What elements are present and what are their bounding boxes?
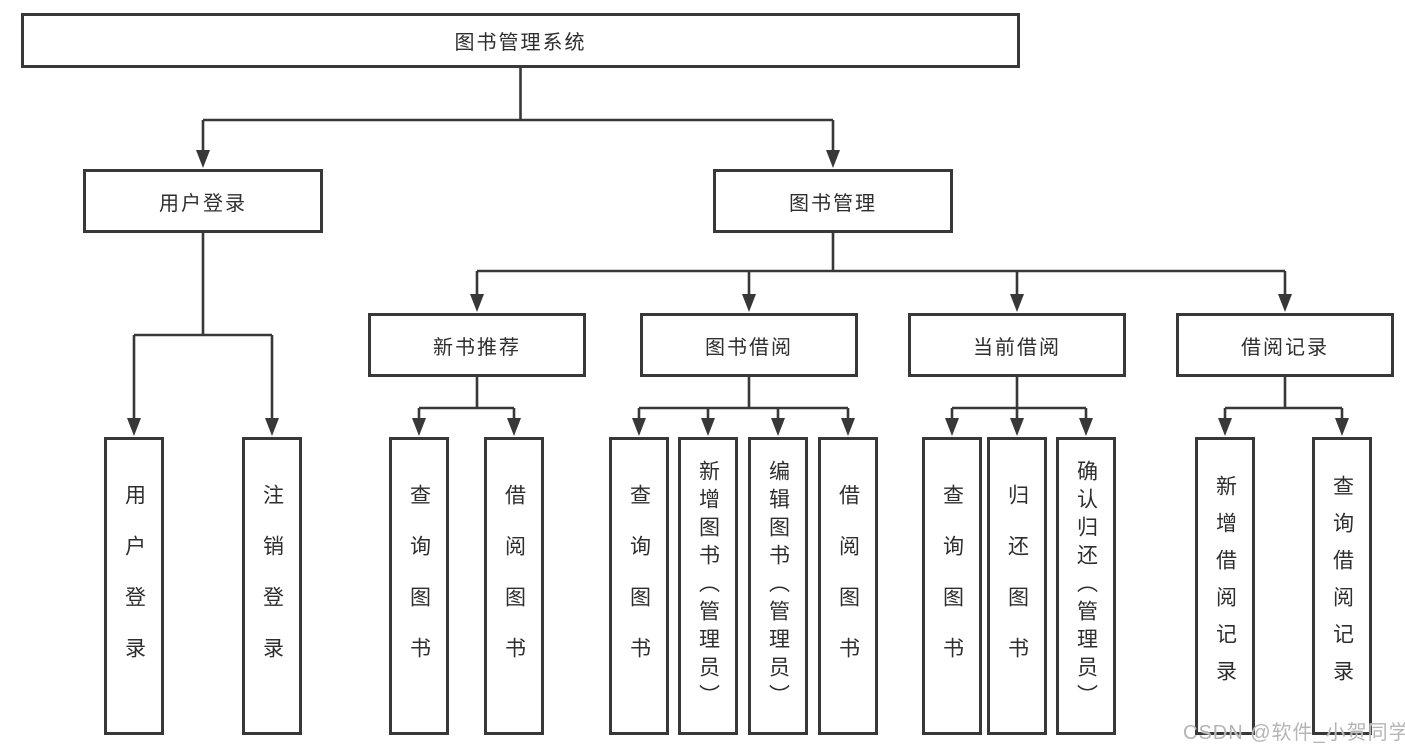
node-library-system: 图书管理系统 — [21, 13, 1020, 68]
arrow-down-icon — [507, 418, 521, 436]
leaf-user-login: 用户登录 — [104, 437, 164, 735]
arrow-down-icon — [470, 294, 484, 312]
leaf-query-books-current: 查询图书 — [922, 437, 982, 735]
arrow-down-icon — [265, 418, 279, 436]
connector-current-borrow-children — [945, 377, 1093, 436]
arrow-down-icon — [841, 418, 855, 436]
leaf-edit-books-admin: 编辑图书（管理员） — [748, 437, 808, 735]
arrow-down-icon — [1335, 418, 1349, 436]
arrow-down-icon — [412, 418, 426, 436]
leaf-add-books-admin: 新增图书（管理员） — [678, 437, 738, 735]
arrow-down-icon — [196, 150, 210, 168]
arrow-down-icon — [701, 418, 715, 436]
connector-new-book-children — [412, 377, 521, 436]
node-new-book-recommend: 新书推荐 — [368, 313, 586, 377]
leaf-logout: 注销登录 — [242, 437, 302, 735]
node-user-login: 用户登录 — [83, 169, 323, 233]
leaf-confirm-return-admin: 确认归还（管理员） — [1056, 437, 1116, 735]
watermark: CSDN @软件_小贺同学 — [1183, 722, 1405, 744]
node-borrow-records: 借阅记录 — [1176, 313, 1394, 377]
arrow-down-icon — [945, 418, 959, 436]
connector-book-mgmt-to-level3 — [470, 233, 1292, 312]
leaf-borrow-books-recommend: 借阅图书 — [484, 437, 544, 735]
arrow-down-icon — [742, 294, 756, 312]
connector-borrow-records-children — [1218, 377, 1349, 436]
arrow-down-icon — [771, 418, 785, 436]
leaf-borrow-books: 借阅图书 — [818, 437, 878, 735]
arrow-down-icon — [1278, 294, 1292, 312]
connector-book-borrow-children — [632, 377, 855, 436]
node-book-borrow: 图书借阅 — [640, 313, 858, 377]
arrow-down-icon — [1010, 418, 1024, 436]
leaf-return-books: 归还图书 — [987, 437, 1047, 735]
connector-user-login-children — [127, 233, 279, 436]
leaf-add-borrow-record: 新增借阅记录 — [1195, 437, 1255, 735]
node-current-borrow: 当前借阅 — [908, 313, 1126, 377]
arrow-down-icon — [1218, 418, 1232, 436]
arrow-down-icon — [1079, 418, 1093, 436]
arrow-down-icon — [826, 150, 840, 168]
arrow-down-icon — [1010, 294, 1024, 312]
arrow-down-icon — [127, 418, 141, 436]
leaf-query-books-borrow: 查询图书 — [609, 437, 669, 735]
node-book-management: 图书管理 — [713, 169, 953, 233]
arrow-down-icon — [632, 418, 646, 436]
leaf-query-books-recommend: 查询图书 — [389, 437, 449, 735]
leaf-query-borrow-record: 查询借阅记录 — [1312, 437, 1372, 735]
connector-root-to-level2 — [196, 68, 840, 168]
